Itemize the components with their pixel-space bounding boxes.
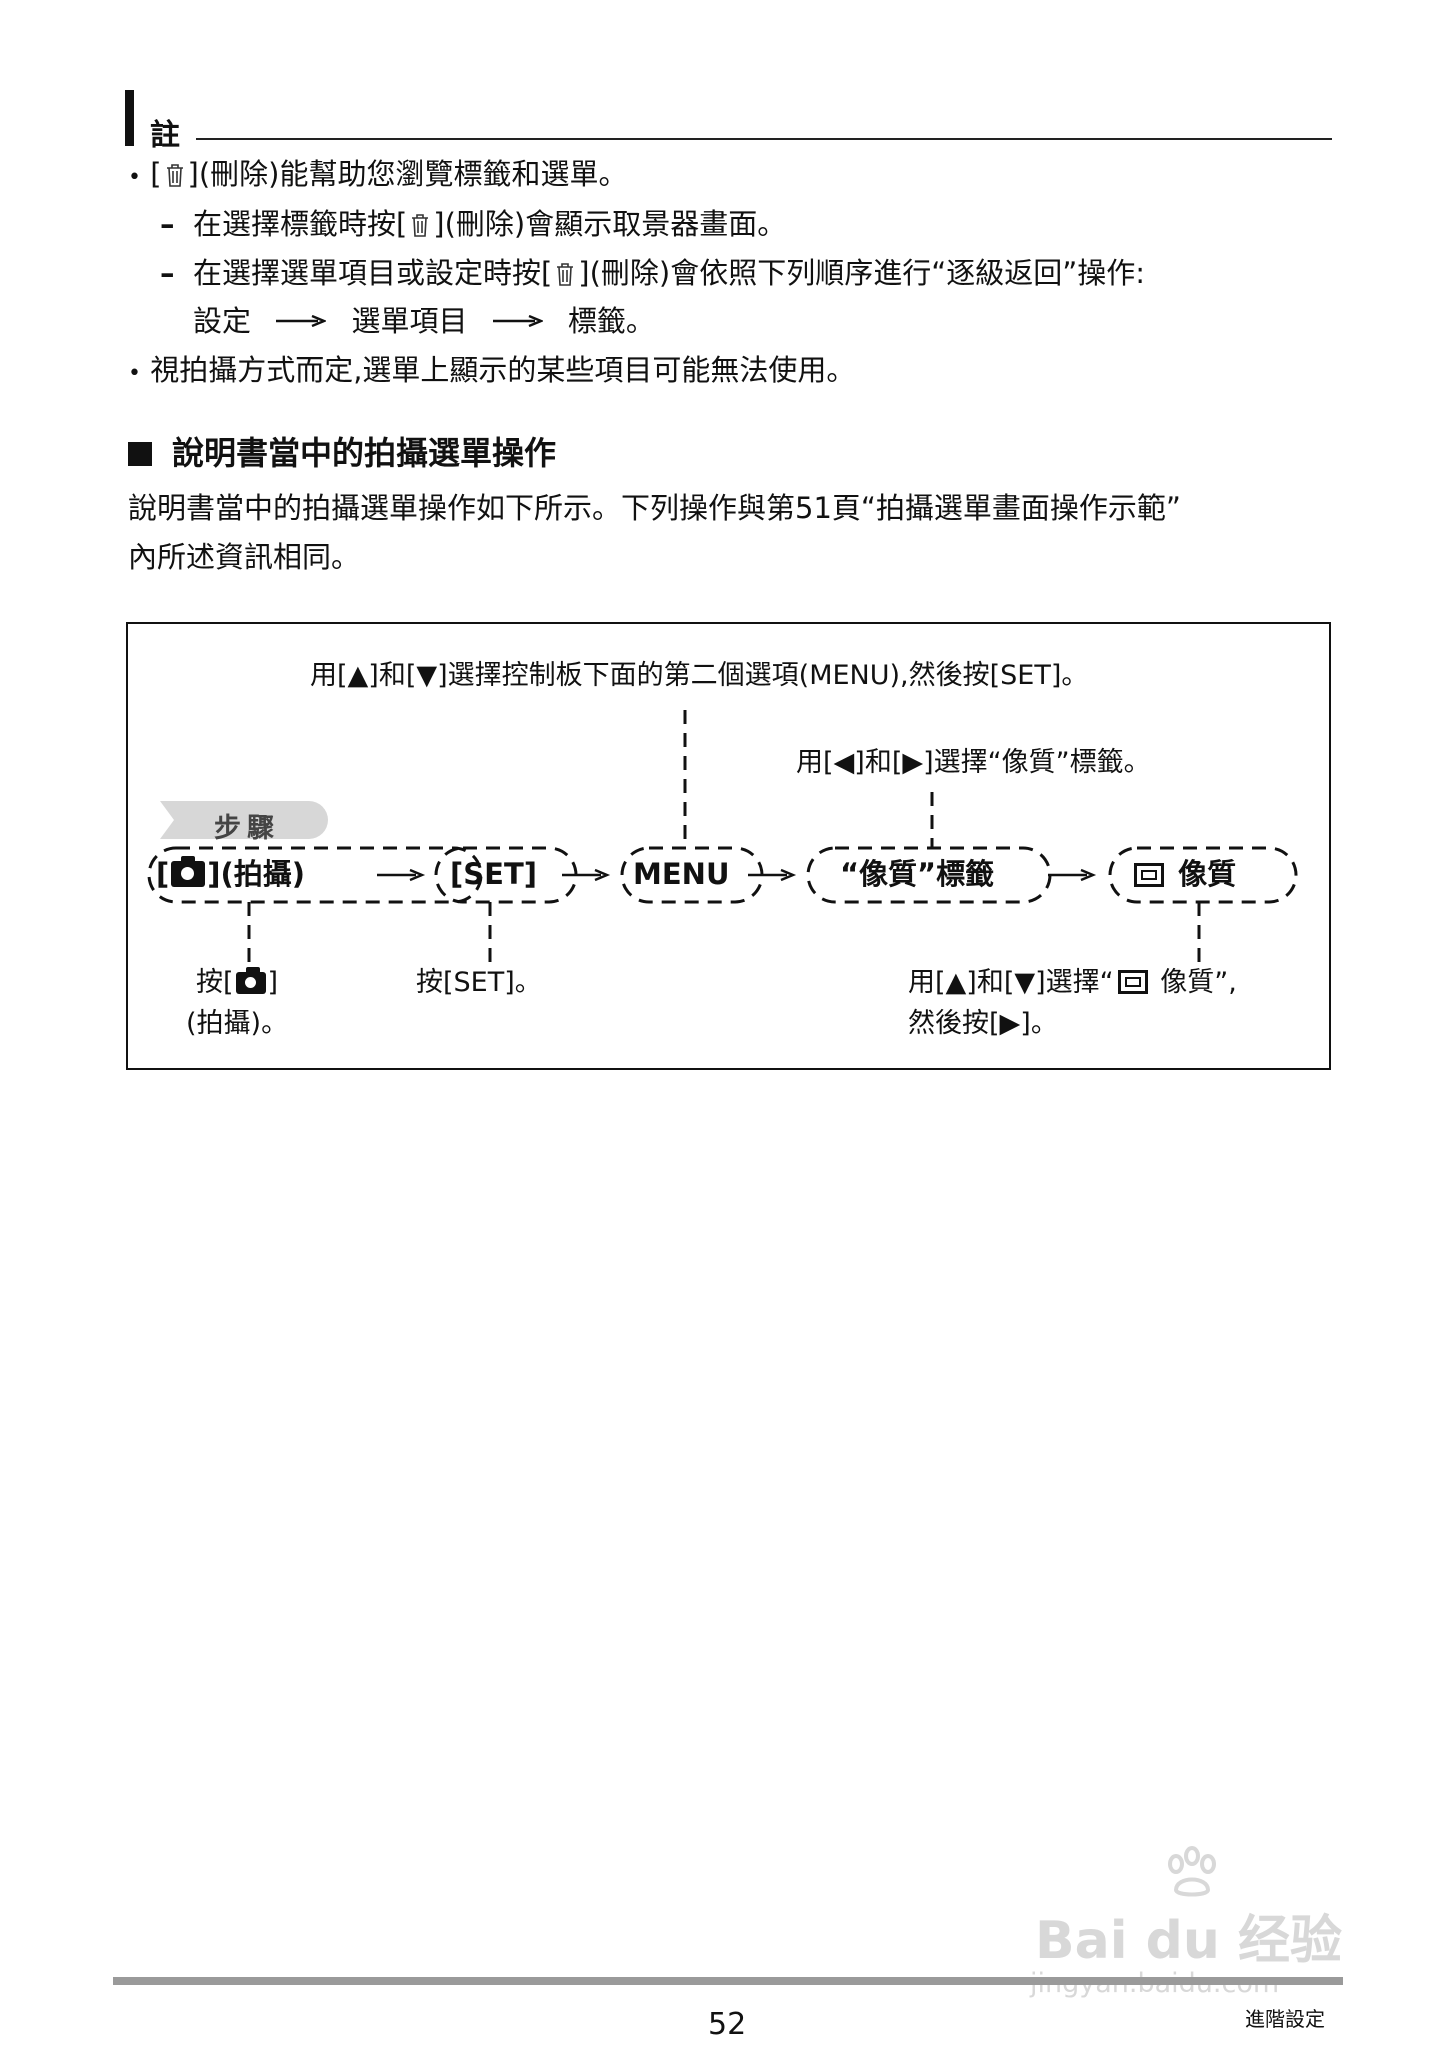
arrow-right-icon xyxy=(492,315,543,327)
note-bullet-1: • [ ](刪除)能幫助您瀏覽標籤和選單。 xyxy=(128,160,628,189)
arrow-right-icon xyxy=(276,315,327,327)
note-sub-1: – 在選擇標籤時按[ ](刪除)會顯示取景器畫面。 xyxy=(160,210,786,239)
note-quality-suffix: 像質”, xyxy=(1151,967,1237,998)
dash-marker: – xyxy=(160,207,175,241)
flow-arrow-icon xyxy=(562,868,611,882)
quality-icon xyxy=(1134,863,1164,887)
note-marker-bar xyxy=(125,90,134,146)
note-select-quality-line2: 然後按[▶]。 xyxy=(908,1008,1058,1039)
footer-section-name: 進階設定 xyxy=(1245,2007,1325,2031)
paw-logo-icon xyxy=(1168,1846,1216,1897)
camera-icon xyxy=(171,856,206,887)
step-set: [SET] xyxy=(450,857,537,891)
diagram-box xyxy=(126,622,1331,1070)
section-heading: 說明書當中的拍攝選單操作 xyxy=(128,428,556,474)
page-number: 52 xyxy=(708,2007,747,2042)
bullet-dot: • xyxy=(128,165,141,190)
dash-marker: – xyxy=(160,256,175,290)
note-cam-prefix: 按[ xyxy=(196,967,234,998)
step-box-quality xyxy=(1108,846,1298,904)
diagram-connectors xyxy=(147,710,1298,962)
square-bullet-icon xyxy=(128,442,152,466)
step-shutter-label: ](拍攝) xyxy=(207,857,306,891)
note-quality-prefix: 用[▲]和[▼]選擇“ xyxy=(908,967,1114,998)
watermark-brand: Bai du 经验 xyxy=(1035,1911,1342,1971)
sub-1-suffix: ](刪除)會顯示取景器畫面。 xyxy=(433,207,787,241)
note-sub-2: – 在選擇選單項目或設定時按[ ](刪除)會依照下列順序進行“逐級返回”操作: xyxy=(160,259,1145,288)
note-cam-suffix: ] xyxy=(267,967,279,998)
step-menu: MENU xyxy=(633,857,730,891)
note-label: 註 xyxy=(150,118,180,153)
section-paragraph-line-2: 內所述資訊相同。 xyxy=(128,540,361,574)
flow-arrow-icon xyxy=(377,868,426,882)
step-box-shutter xyxy=(147,846,483,904)
step-quality-tab: “像質”標籤 xyxy=(840,857,995,891)
bullet-1-text: 能幫助您瀏覽標籤和選單。 xyxy=(279,157,628,191)
quality-icon xyxy=(1117,970,1148,994)
camera-icon xyxy=(235,967,266,994)
flow-arrow-icon xyxy=(748,868,797,882)
note-top-menu: 用[▲]和[▼]選擇控制板下面的第二個選項(MENU),然後按[SET]。 xyxy=(310,660,1089,691)
note-press-shutter-line2: (拍攝)。 xyxy=(186,1008,289,1039)
note-bullet-2: • 視拍攝方式而定,選單上顯示的某些項目可能無法使用。 xyxy=(128,356,855,385)
note-sub-2-sequence: 設定 選單項目 標籤。 xyxy=(193,307,655,336)
note-press-shutter: 按[] xyxy=(196,967,279,998)
footer-rule xyxy=(113,1977,1343,1985)
trash-icon xyxy=(557,263,574,286)
step-shutter: [ ](拍攝) xyxy=(156,856,306,891)
trash-icon xyxy=(412,214,429,237)
bullet-2-text: 視拍攝方式而定,選單上顯示的某些項目可能無法使用。 xyxy=(150,353,856,387)
section-heading-text: 說明書當中的拍攝選單操作 xyxy=(172,434,557,472)
sequence-item: 設定 xyxy=(193,304,252,338)
sub-1-prefix: 在選擇標籤時按[ xyxy=(192,207,408,241)
sequence-item: 標籤。 xyxy=(567,304,655,338)
step-tag-notch xyxy=(160,801,174,839)
trash-icon xyxy=(166,164,183,187)
sub-2-prefix: 在選擇選單項目或設定時按[ xyxy=(192,256,553,290)
note-rule xyxy=(196,138,1332,140)
bullet-dot: • xyxy=(128,361,141,386)
flow-arrow-icon xyxy=(1048,868,1097,882)
step-tag xyxy=(160,801,328,839)
sub-2-suffix: ](刪除)會依照下列順序進行“逐級返回”操作: xyxy=(578,256,1146,290)
section-paragraph-line-1: 說明書當中的拍攝選單操作如下所示。下列操作與第51頁“拍攝選單畫面操作示範” xyxy=(128,491,1181,525)
sequence-item: 選單項目 xyxy=(351,304,468,338)
bullet-1-mid: ](刪除) xyxy=(187,157,280,191)
step-quality-label: 像質 xyxy=(1178,857,1237,891)
note-quality-tab: 用[◀]和[▶]選擇“像質”標籤。 xyxy=(796,747,1151,778)
bullet-1-prefix: [ xyxy=(150,157,162,191)
step-shutter-bracket: [ xyxy=(156,857,170,891)
note-press-set: 按[SET]。 xyxy=(416,967,542,998)
note-select-quality: 用[▲]和[▼]選擇“ 像質”, xyxy=(908,969,1237,996)
step-label: 步驟 xyxy=(214,813,280,844)
step-quality: 像質 xyxy=(1130,860,1236,889)
